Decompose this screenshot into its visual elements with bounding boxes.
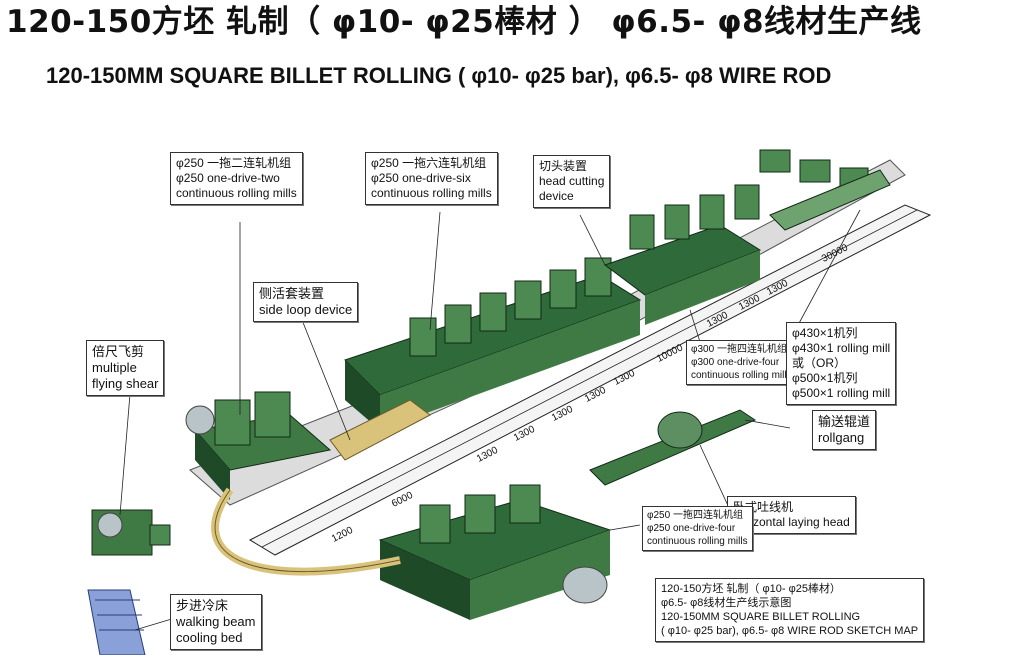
- label-four-stand-upper: φ300 一拖四连轧机组 φ300 one-drive-four continu…: [686, 340, 792, 385]
- label-rollgang: 输送辊道 rollgang: [812, 410, 877, 450]
- page-subtitle: 120-150MM SQUARE BILLET ROLLING ( φ10- φ…: [46, 63, 832, 88]
- dimension-band: [248, 204, 932, 556]
- two-stand-mill: [185, 391, 332, 500]
- label-cooling-bed: 步进冷床 walking beam cooling bed: [170, 594, 262, 650]
- label-flying-shear: 倍尺飞剪 multiple flying shear: [86, 340, 165, 396]
- laying-head: [589, 409, 757, 486]
- four-stand-upper-mill: [603, 184, 762, 325]
- finishing-stands: [759, 149, 891, 231]
- flying-shear: [91, 509, 171, 556]
- label-sketch-map: 120-150方坯 轧制（ φ10- φ25棒材） φ6.5- φ8线材生产线示…: [655, 578, 925, 642]
- page-title: 120-150方坯 轧制（ φ10- φ25棒材 ） φ6.5- φ8线材生产线: [6, 4, 922, 40]
- label-six-stand-mill: φ250 一拖六连轧机组 φ250 one-drive-six continuo…: [365, 152, 498, 205]
- leader-lines: [119, 209, 861, 631]
- label-head-cutting: 切头装置 head cutting device: [533, 155, 611, 208]
- label-finishing-mill: φ430×1机列 φ430×1 rolling mill 或（OR） φ500×…: [786, 322, 897, 405]
- cooling-bed: [87, 589, 146, 655]
- label-two-stand-mill: φ250 一拖二连轧机组 φ250 one-drive-two continuo…: [170, 152, 303, 205]
- dimension-line: [261, 209, 918, 548]
- side-loop-device: [329, 399, 431, 461]
- curved-rollgang-edge: [214, 489, 401, 573]
- label-four-stand-lower: φ250 一拖四连轧机组 φ250 one-drive-four continu…: [642, 506, 753, 551]
- label-side-loop: 侧活套装置 side loop device: [253, 282, 359, 322]
- four-stand-lower-mill: [378, 484, 612, 620]
